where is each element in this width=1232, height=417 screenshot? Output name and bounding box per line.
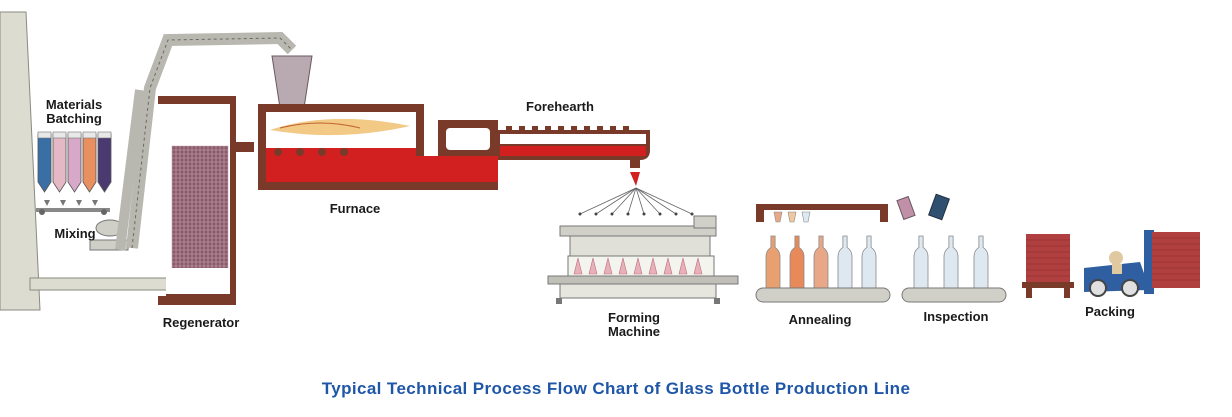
mixing-conveyor [36, 200, 129, 251]
regenerator-checker-grid [171, 145, 229, 268]
bottle-icon [837, 235, 853, 289]
label-forming-machine: Forming Machine [584, 311, 684, 339]
bottle-icon [943, 235, 959, 289]
bottle-icon [813, 235, 829, 289]
packing-station [1022, 230, 1200, 298]
bottle-icon [789, 235, 805, 289]
label-mixing: Mixing [54, 226, 96, 241]
forehearth [498, 126, 650, 168]
label-materials-batching: Materials Batching [30, 98, 118, 126]
regenerator [158, 96, 254, 305]
forehearth-burners [506, 126, 629, 132]
bottle-icon [861, 235, 877, 289]
label-furnace: Furnace [329, 201, 381, 216]
batch-silos [37, 131, 112, 193]
label-materials: Materials [45, 97, 103, 112]
label-batching: Batching [46, 111, 102, 126]
batch-elevator [115, 31, 297, 251]
gob-distributor [578, 172, 694, 216]
inspection-station [896, 193, 1007, 303]
label-annealing: Annealing [788, 312, 852, 327]
label-regenerator: Regenerator [162, 315, 240, 330]
label-machine: Machine [607, 324, 660, 339]
silo-icon [97, 131, 112, 193]
silo-icon [67, 131, 82, 193]
silo-icon [52, 131, 67, 193]
silo-icon [82, 131, 97, 193]
label-forming: Forming [608, 310, 660, 325]
bottle-icon [765, 235, 781, 289]
diagram-title: Typical Technical Process Flow Chart of … [321, 379, 911, 398]
label-inspection: Inspection [923, 309, 989, 324]
forming-machine [547, 215, 739, 304]
label-forehearth: Forehearth [526, 99, 594, 114]
bottle-icon [973, 235, 989, 289]
annealing-lehr [755, 204, 891, 303]
bottle-icon [913, 235, 929, 289]
label-packing: Packing [1085, 304, 1135, 319]
furnace [258, 104, 498, 190]
chimney [0, 11, 171, 311]
silo-icon [37, 131, 52, 193]
